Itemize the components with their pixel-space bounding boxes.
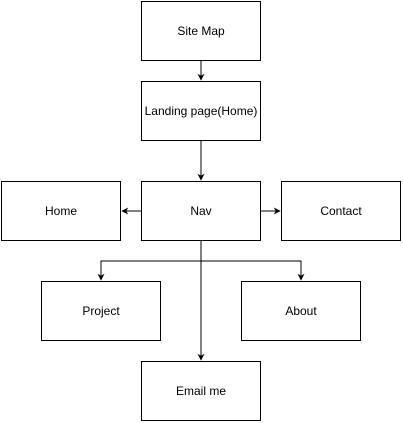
node-project-label: Project [82, 303, 120, 318]
node-landing-page-label: Landing page(Home) [144, 103, 258, 118]
node-landing-page[interactable]: Landing page(Home) [141, 81, 261, 141]
node-nav-label: Nav [190, 203, 212, 218]
node-site-map-label: Site Map [177, 23, 225, 38]
node-contact[interactable]: Contact [281, 181, 401, 241]
edge-nav-to-about [201, 260, 305, 281]
node-contact-label: Contact [320, 203, 362, 218]
node-email-me-label: Email me [175, 383, 226, 398]
node-site-map[interactable]: Site Map [141, 1, 261, 61]
node-email-me[interactable]: Email me [141, 361, 261, 421]
node-about-label: About [285, 303, 317, 318]
node-nav[interactable]: Nav [141, 181, 261, 241]
edge-nav-to-project [97, 241, 202, 281]
node-about[interactable]: About [241, 281, 361, 341]
node-home[interactable]: Home [1, 181, 121, 241]
node-project[interactable]: Project [41, 281, 161, 341]
node-home-label: Home [44, 203, 77, 218]
